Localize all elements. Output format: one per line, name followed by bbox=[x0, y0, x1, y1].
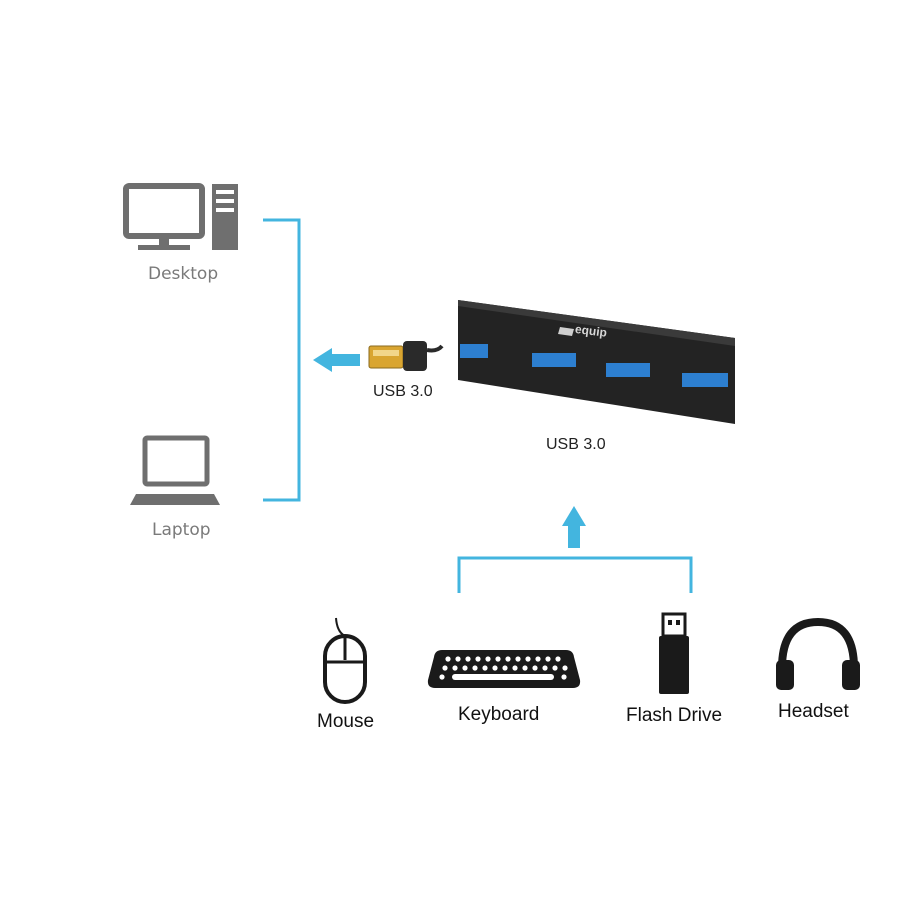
arrow-up-icon bbox=[562, 506, 586, 548]
mouse-label: Mouse bbox=[317, 711, 375, 732]
device-bracket-connector bbox=[457, 556, 693, 593]
usb-plug-icon bbox=[368, 341, 444, 371]
laptop-label: Laptop bbox=[152, 520, 211, 540]
cable-usb-label: USB 3.0 bbox=[373, 383, 433, 400]
desktop-computer-icon bbox=[123, 183, 238, 250]
keyboard-label: Keyboard bbox=[458, 704, 540, 725]
usb-port bbox=[460, 344, 488, 358]
mouse-icon bbox=[323, 617, 367, 704]
usb-hub bbox=[458, 300, 735, 424]
usb-port bbox=[606, 363, 650, 377]
arrow-left-icon bbox=[313, 348, 360, 372]
headset-label: Headset bbox=[778, 701, 849, 722]
laptop-icon bbox=[130, 435, 220, 505]
keyboard-icon bbox=[427, 650, 581, 688]
host-bracket-connector bbox=[263, 218, 301, 502]
flash-drive-label: Flash Drive bbox=[626, 705, 723, 726]
usb-port bbox=[682, 373, 728, 387]
headset-icon bbox=[776, 617, 860, 690]
desktop-label: Desktop bbox=[148, 264, 219, 284]
equip-logo-icon bbox=[558, 327, 574, 336]
flash-drive-icon bbox=[659, 612, 689, 694]
hub-usb-label: USB 3.0 bbox=[546, 436, 606, 453]
usb-port bbox=[532, 353, 576, 367]
